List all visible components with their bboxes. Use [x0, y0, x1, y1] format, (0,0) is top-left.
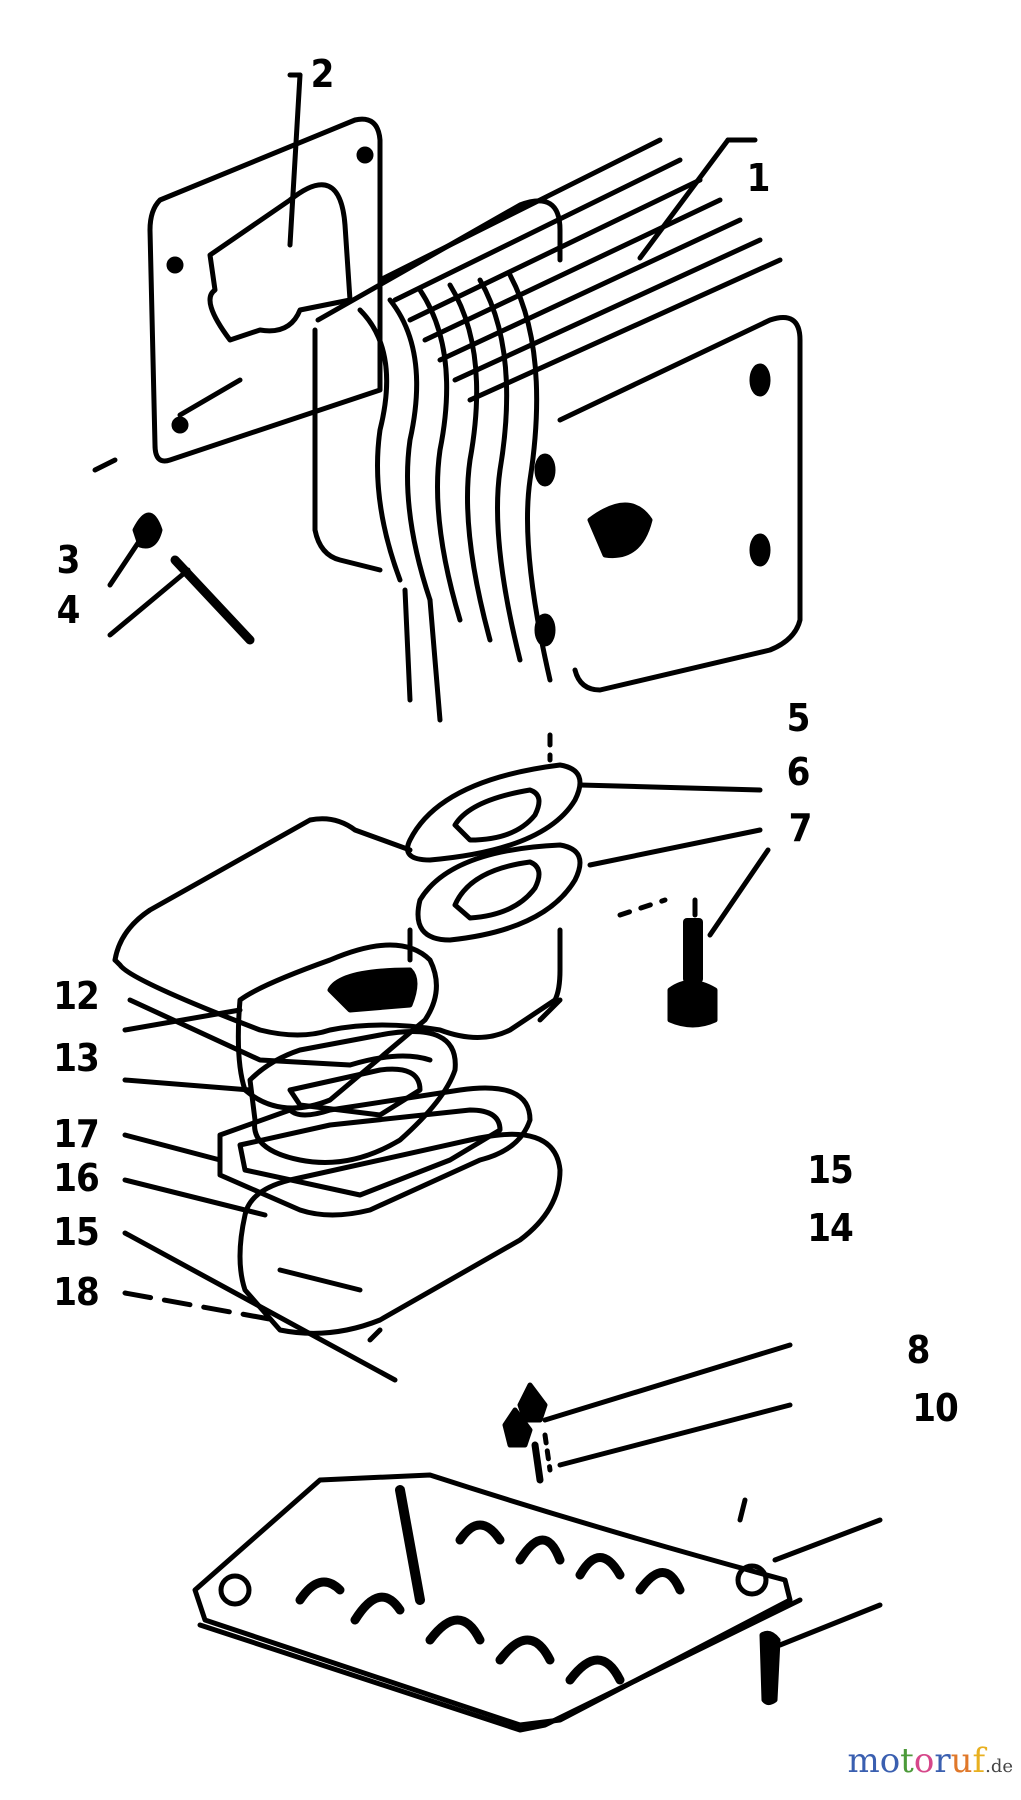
watermark-brand: motoruf [847, 1744, 985, 1778]
part-16-cover [122, 1131, 563, 1343]
callout-8: 8 [906, 1328, 931, 1372]
watermark-letter: f [972, 1741, 986, 1781]
callout-13: 13 [53, 1036, 100, 1080]
watermark-letter: u [950, 1741, 973, 1781]
watermark-letter: m [847, 1741, 880, 1781]
part-1-cylinder [312, 137, 803, 723]
callout-14: 14 [807, 1206, 854, 1250]
watermark-letter: o [879, 1741, 901, 1781]
part-10-screw [759, 1602, 883, 1705]
callout-16: 16 [53, 1156, 100, 1200]
callout-3: 3 [56, 538, 81, 582]
watermark: motoruf.de [847, 1744, 1013, 1778]
callout-6: 6 [786, 750, 811, 794]
part-6-flange [415, 827, 763, 943]
callout-2: 2 [310, 52, 335, 96]
callout-15b: 15 [807, 1148, 854, 1192]
callout-7: 7 [788, 806, 813, 850]
part-13-screen [122, 1029, 458, 1165]
part-15-14-fasteners [122, 1230, 793, 1484]
callout-12: 12 [53, 974, 100, 1018]
watermark-letter: t [900, 1741, 914, 1781]
callout-4: 4 [56, 588, 81, 632]
part-7-bolt [617, 847, 771, 1028]
callout-15a: 15 [53, 1210, 100, 1254]
muffler-body [112, 816, 563, 1068]
part-17-gasket-frame [122, 1085, 533, 1218]
callout-1: 1 [746, 156, 771, 200]
watermark-suffix: .de [985, 1756, 1013, 1777]
watermark-letter: r [934, 1741, 951, 1781]
callout-5: 5 [786, 696, 811, 740]
part-3-4-screw-washer [92, 377, 255, 645]
part-5-gasket [405, 732, 763, 863]
callout-18: 18 [53, 1270, 100, 1314]
callout-10: 10 [912, 1386, 959, 1430]
callout-17: 17 [53, 1112, 100, 1156]
part-2-cylinder-gasket [147, 72, 383, 464]
part-8-base-plate [192, 1472, 883, 1733]
part-12-baffle [122, 942, 439, 1111]
watermark-letter: o [913, 1741, 935, 1781]
